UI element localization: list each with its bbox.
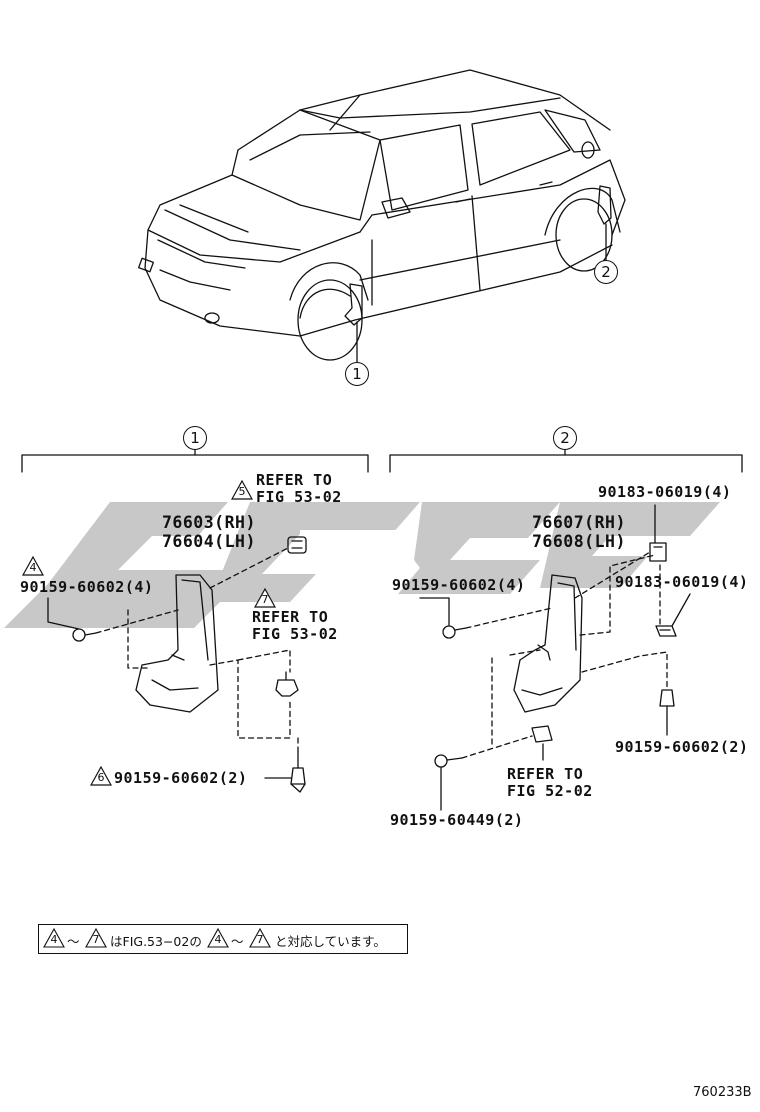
rear-part-lh[interactable]: 76608(LH) xyxy=(532,532,626,551)
front-screw-6 xyxy=(290,751,306,793)
rear-clip-right-label[interactable]: 90183-06019(4) xyxy=(615,573,749,591)
rear-screw-bottom-label[interactable]: 90159-60449(2) xyxy=(390,811,524,829)
rear-clip-top-label[interactable]: 90183-06019(4) xyxy=(598,483,732,501)
watermark-logo xyxy=(4,502,720,628)
front-mudguard-drawing xyxy=(135,574,219,713)
rear-refer-line2: FIG 52-02 xyxy=(507,782,593,800)
note-tilde-1: 〜 xyxy=(67,934,80,949)
front-screw-6-label[interactable]: 90159-60602(2) xyxy=(114,769,248,787)
rear-screw-left xyxy=(442,625,467,639)
front-refer-7-line1: REFER TO xyxy=(252,608,329,626)
triangle-marker-7: 7 xyxy=(254,588,276,608)
note-triangle-7b: 7 xyxy=(249,928,271,948)
front-refer-5-line1: REFER TO xyxy=(256,471,333,489)
front-screw-4 xyxy=(72,628,97,642)
front-refer-5-line2: FIG 53-02 xyxy=(256,488,342,506)
rear-clip-right xyxy=(655,625,677,637)
note-text-1: はFIG.53−02の xyxy=(110,934,202,949)
callout-1-group[interactable]: 1 xyxy=(183,426,207,450)
rear-screw-left-label[interactable]: 90159-60602(4) xyxy=(392,576,526,594)
note-triangle-7a: 7 xyxy=(85,928,107,948)
rear-group-bracket xyxy=(389,454,743,473)
rear-screw-bottom xyxy=(434,754,463,768)
callout-2-group[interactable]: 2 xyxy=(553,426,577,450)
front-retainer-7 xyxy=(275,671,299,697)
note-box: 4 〜 7 はFIG.53−02の 4 〜 7 と対応しています。 xyxy=(38,924,408,954)
triangle-marker-4: 4 xyxy=(22,556,44,576)
rear-refer-line1: REFER TO xyxy=(507,765,584,783)
note-triangle-4a: 4 xyxy=(43,928,65,948)
rear-screw-right-label[interactable]: 90159-60602(2) xyxy=(615,738,749,756)
front-refer-7-line2: FIG 53-02 xyxy=(252,625,338,643)
diagram-code: 760233B xyxy=(693,1085,752,1100)
rear-mudguard-drawing xyxy=(513,574,583,713)
front-clip-5 xyxy=(287,536,307,554)
triangle-marker-6: 6 xyxy=(90,766,112,786)
car-illustration xyxy=(138,69,626,363)
rear-retainer xyxy=(531,725,553,743)
triangle-marker-5: 5 xyxy=(231,480,253,500)
note-text-2: と対応しています。 xyxy=(275,934,386,949)
front-screw-4-label[interactable]: 90159-60602(4) xyxy=(20,578,154,596)
rear-part-rh[interactable]: 76607(RH) xyxy=(532,513,626,532)
note-triangle-4b: 4 xyxy=(207,928,229,948)
front-group-bracket xyxy=(21,454,369,473)
rear-screw-right xyxy=(659,689,675,719)
front-part-rh[interactable]: 76603(RH) xyxy=(162,513,256,532)
rear-clip-top xyxy=(649,542,667,562)
front-part-lh[interactable]: 76604(LH) xyxy=(162,532,256,551)
callout-1-car[interactable]: 1 xyxy=(345,362,369,386)
note-tilde-2: 〜 xyxy=(231,934,244,949)
callout-2-car[interactable]: 2 xyxy=(594,260,618,284)
